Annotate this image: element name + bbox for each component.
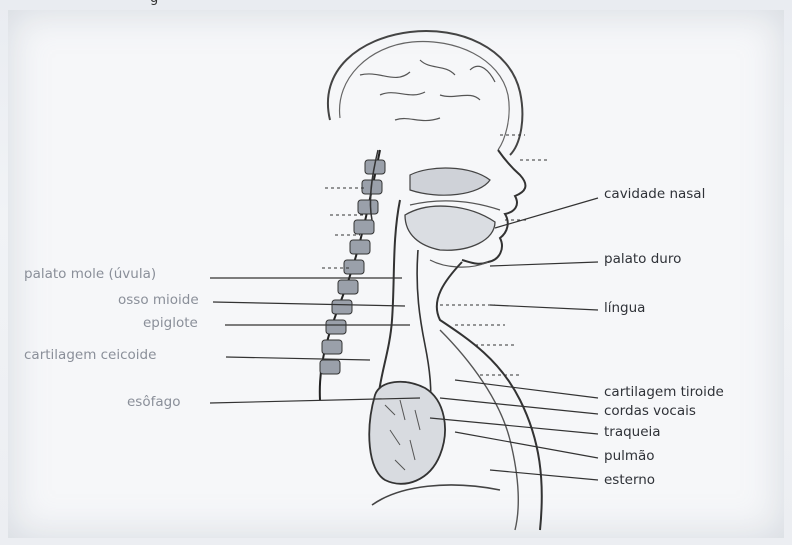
label-epiglote: epiglote bbox=[143, 317, 198, 331]
neck-front bbox=[437, 262, 542, 530]
label-esterno: esterno bbox=[604, 474, 655, 488]
label-cordas-vocais: cordas vocais bbox=[604, 405, 696, 419]
label-esofago: esôfago bbox=[127, 396, 180, 410]
nasal-cavity-shape bbox=[410, 168, 490, 195]
lung-shape bbox=[369, 382, 445, 484]
pharynx-tube bbox=[378, 200, 400, 400]
skull-outline bbox=[328, 31, 522, 155]
label-traqueia: traqueia bbox=[604, 426, 661, 440]
vertebrae bbox=[320, 160, 385, 374]
chest-cavity bbox=[440, 330, 518, 530]
diaphragm bbox=[372, 485, 500, 505]
label-palato-duro: palato duro bbox=[604, 253, 681, 267]
label-cartilagem-tiroide: cartilagem tiroide bbox=[604, 386, 724, 400]
label-cartilagem-cricoide: cartilagem ceicoide bbox=[24, 349, 156, 363]
tongue-shape bbox=[405, 206, 495, 250]
brain-vessels bbox=[360, 60, 495, 121]
label-cavidade-nasal: cavidade nasal bbox=[604, 188, 705, 202]
label-pulmao: pulmão bbox=[604, 450, 655, 464]
label-osso-hioide: osso mioide bbox=[118, 294, 199, 308]
label-lingua: língua bbox=[604, 302, 645, 316]
label-palato-mole: palato mole (úvula) bbox=[24, 268, 156, 282]
skull-inner bbox=[340, 41, 510, 150]
